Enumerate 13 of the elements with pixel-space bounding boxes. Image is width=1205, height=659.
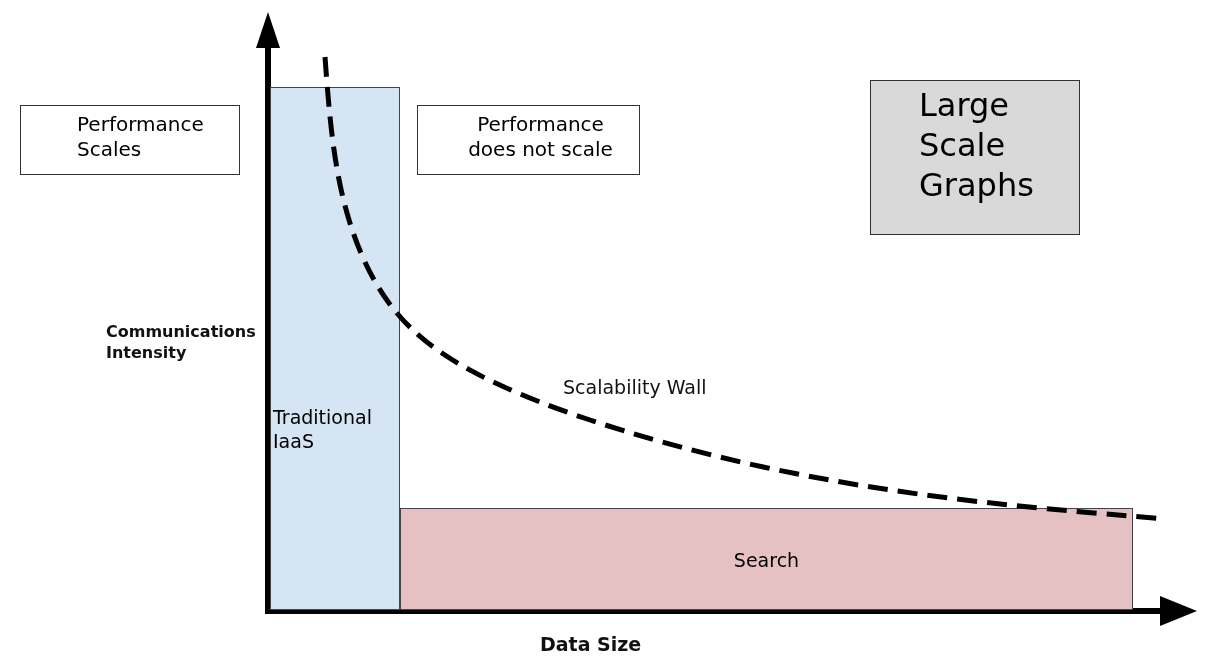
text-box [870,80,1080,235]
text-box [417,105,640,175]
region-label: Traditional IaaS [273,406,373,454]
box-label: Performance Scales [77,112,205,162]
curve-label: Scalability Wall [563,375,707,400]
text-box [20,105,240,175]
region-label: Search [733,549,800,573]
y-axis-label: Communications Intensity [106,322,256,364]
x-axis-label: Data Size [540,632,642,657]
region-block [270,87,400,610]
box-label: Performance does not scale [467,112,614,162]
box-label: Large Scale Graphs [919,85,1035,205]
region-block [400,508,1133,610]
